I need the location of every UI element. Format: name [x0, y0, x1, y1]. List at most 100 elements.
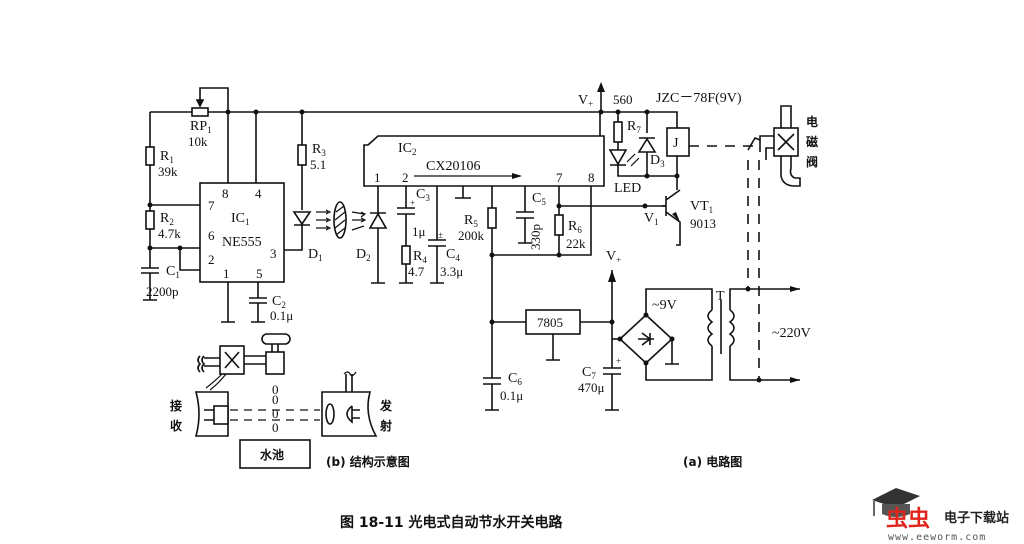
- rp1-potentiometer: [191, 107, 209, 117]
- svg-text:7805: 7805: [537, 315, 563, 330]
- svg-text:D2: D2: [356, 247, 371, 263]
- led: [608, 149, 628, 166]
- svg-text:~9V: ~9V: [652, 298, 677, 313]
- svg-text:5.1: 5.1: [310, 157, 326, 172]
- ic2-cx20106: [363, 135, 605, 187]
- emitter-box: [321, 391, 378, 437]
- svg-text:±: ±: [438, 230, 443, 240]
- water-basin: [239, 439, 311, 469]
- svg-text:发: 发: [379, 398, 393, 413]
- svg-text:IC1: IC1: [231, 211, 250, 227]
- svg-text:CX20106: CX20106: [426, 159, 480, 174]
- svg-text:R6: R6: [568, 219, 582, 235]
- svg-text:T: T: [716, 289, 725, 304]
- svg-text:阀: 阀: [806, 155, 818, 169]
- ic2-section: IC2 CX20106 1 2 7 8 + C3 1μ R4 4.7 ± C4 …: [363, 135, 666, 322]
- svg-text:+: +: [616, 356, 621, 366]
- svg-text:R1: R1: [160, 149, 174, 165]
- svg-text:www.eeworm.com: www.eeworm.com: [888, 532, 986, 543]
- svg-text:5: 5: [256, 266, 263, 281]
- svg-text:470μ: 470μ: [578, 380, 605, 395]
- svg-text:R2: R2: [160, 211, 174, 227]
- svg-text:4.7k: 4.7k: [158, 226, 181, 241]
- svg-text:8: 8: [222, 186, 229, 201]
- svg-text:RP1: RP1: [190, 119, 212, 135]
- svg-text:0: 0: [272, 392, 279, 407]
- svg-text:4: 4: [255, 186, 262, 201]
- svg-text:2200p: 2200p: [146, 284, 179, 299]
- relay-coil: [666, 127, 690, 157]
- ic1-ne555: [199, 182, 285, 283]
- svg-text:电子下载站: 电子下载站: [944, 510, 1009, 526]
- r1-resistor: [145, 146, 155, 166]
- svg-text:1: 1: [223, 266, 230, 281]
- svg-text:C1: C1: [166, 264, 180, 280]
- svg-text:IC2: IC2: [398, 141, 417, 157]
- figure-caption: 图 18-11 光电式自动节水开关电路: [340, 514, 564, 531]
- svg-text:D1: D1: [308, 247, 323, 263]
- graduation-cap-icon: [872, 488, 920, 517]
- svg-text:6: 6: [208, 228, 215, 243]
- svg-text:LED: LED: [614, 181, 641, 196]
- svg-text:虫虫: 虫虫: [886, 506, 930, 532]
- svg-text:V+: V+: [578, 93, 593, 109]
- svg-text:射: 射: [379, 418, 392, 433]
- svg-text:0: 0: [272, 406, 279, 421]
- svg-text:330p: 330p: [528, 224, 543, 250]
- svg-text:2: 2: [208, 252, 215, 267]
- svg-text:22k: 22k: [566, 236, 586, 251]
- svg-text:V1: V1: [644, 211, 659, 227]
- r7-resistor: [613, 121, 623, 143]
- svg-text:200k: 200k: [458, 228, 485, 243]
- svg-text:0: 0: [272, 420, 279, 435]
- svg-text:~220V: ~220V: [772, 326, 811, 341]
- svg-text:水池: 水池: [260, 447, 284, 462]
- svg-text:2: 2: [402, 170, 409, 185]
- svg-text:(b) 结构示意图: (b) 结构示意图: [326, 454, 410, 469]
- power-section: 7805 C6 0.1μ V+ + C7 470μ ~9V: [483, 249, 811, 411]
- svg-text:接: 接: [170, 398, 182, 413]
- svg-text:R3: R3: [312, 142, 326, 158]
- d2-photodiode: [368, 212, 388, 229]
- ic1-section: RP1 10k R1 39k R2 4.7k C1 2200p 8 4 7 6 …: [141, 87, 600, 323]
- lens: [333, 201, 347, 239]
- svg-text:C4: C4: [446, 247, 460, 263]
- watermark: 虫虫 电子下载站 www.eeworm.com: [872, 488, 1009, 543]
- svg-text:C7: C7: [582, 365, 596, 381]
- receiver-box: [194, 391, 229, 437]
- svg-text:R5: R5: [464, 213, 478, 229]
- svg-text:JZC－78F(9V): JZC－78F(9V): [656, 91, 742, 106]
- svg-text:0: 0: [272, 382, 279, 397]
- d3-diode: [637, 137, 657, 153]
- svg-text:39k: 39k: [158, 164, 178, 179]
- structure-faucet: [265, 351, 285, 375]
- r4-resistor: [401, 245, 411, 265]
- svg-text:J: J: [673, 136, 679, 151]
- svg-text:电: 电: [806, 114, 818, 129]
- svg-text:收: 收: [170, 418, 182, 433]
- r5-resistor: [487, 207, 497, 229]
- svg-text:VT1: VT1: [690, 199, 713, 215]
- svg-text:3.3μ: 3.3μ: [440, 264, 463, 279]
- svg-text:NE555: NE555: [222, 235, 262, 250]
- svg-text:10k: 10k: [188, 134, 208, 149]
- svg-text:3: 3: [270, 246, 277, 261]
- svg-text:9013: 9013: [690, 216, 716, 231]
- svg-text:C2: C2: [272, 294, 286, 310]
- r2-resistor: [145, 210, 155, 230]
- svg-text:1μ: 1μ: [412, 224, 426, 239]
- transformer: [707, 309, 714, 347]
- svg-text:560: 560: [613, 92, 633, 107]
- svg-text:R4: R4: [413, 249, 427, 265]
- svg-text:C6: C6: [508, 371, 522, 387]
- svg-text:0.1μ: 0.1μ: [500, 388, 523, 403]
- svg-text:7: 7: [556, 170, 563, 185]
- svg-text:C5: C5: [532, 191, 546, 207]
- r3-resistor: [297, 144, 307, 166]
- output-section: V+ 560 JZC－78F(9V) R7 LED D3 J VT1 9013: [578, 82, 818, 380]
- r6-resistor: [554, 214, 564, 236]
- structure-sketch: 接 收 0 0 0 0 发 射 水池 (b) 结构示意图: [170, 333, 410, 469]
- part-a-label: (a) 电路图: [683, 454, 742, 469]
- svg-text:R7: R7: [627, 119, 641, 135]
